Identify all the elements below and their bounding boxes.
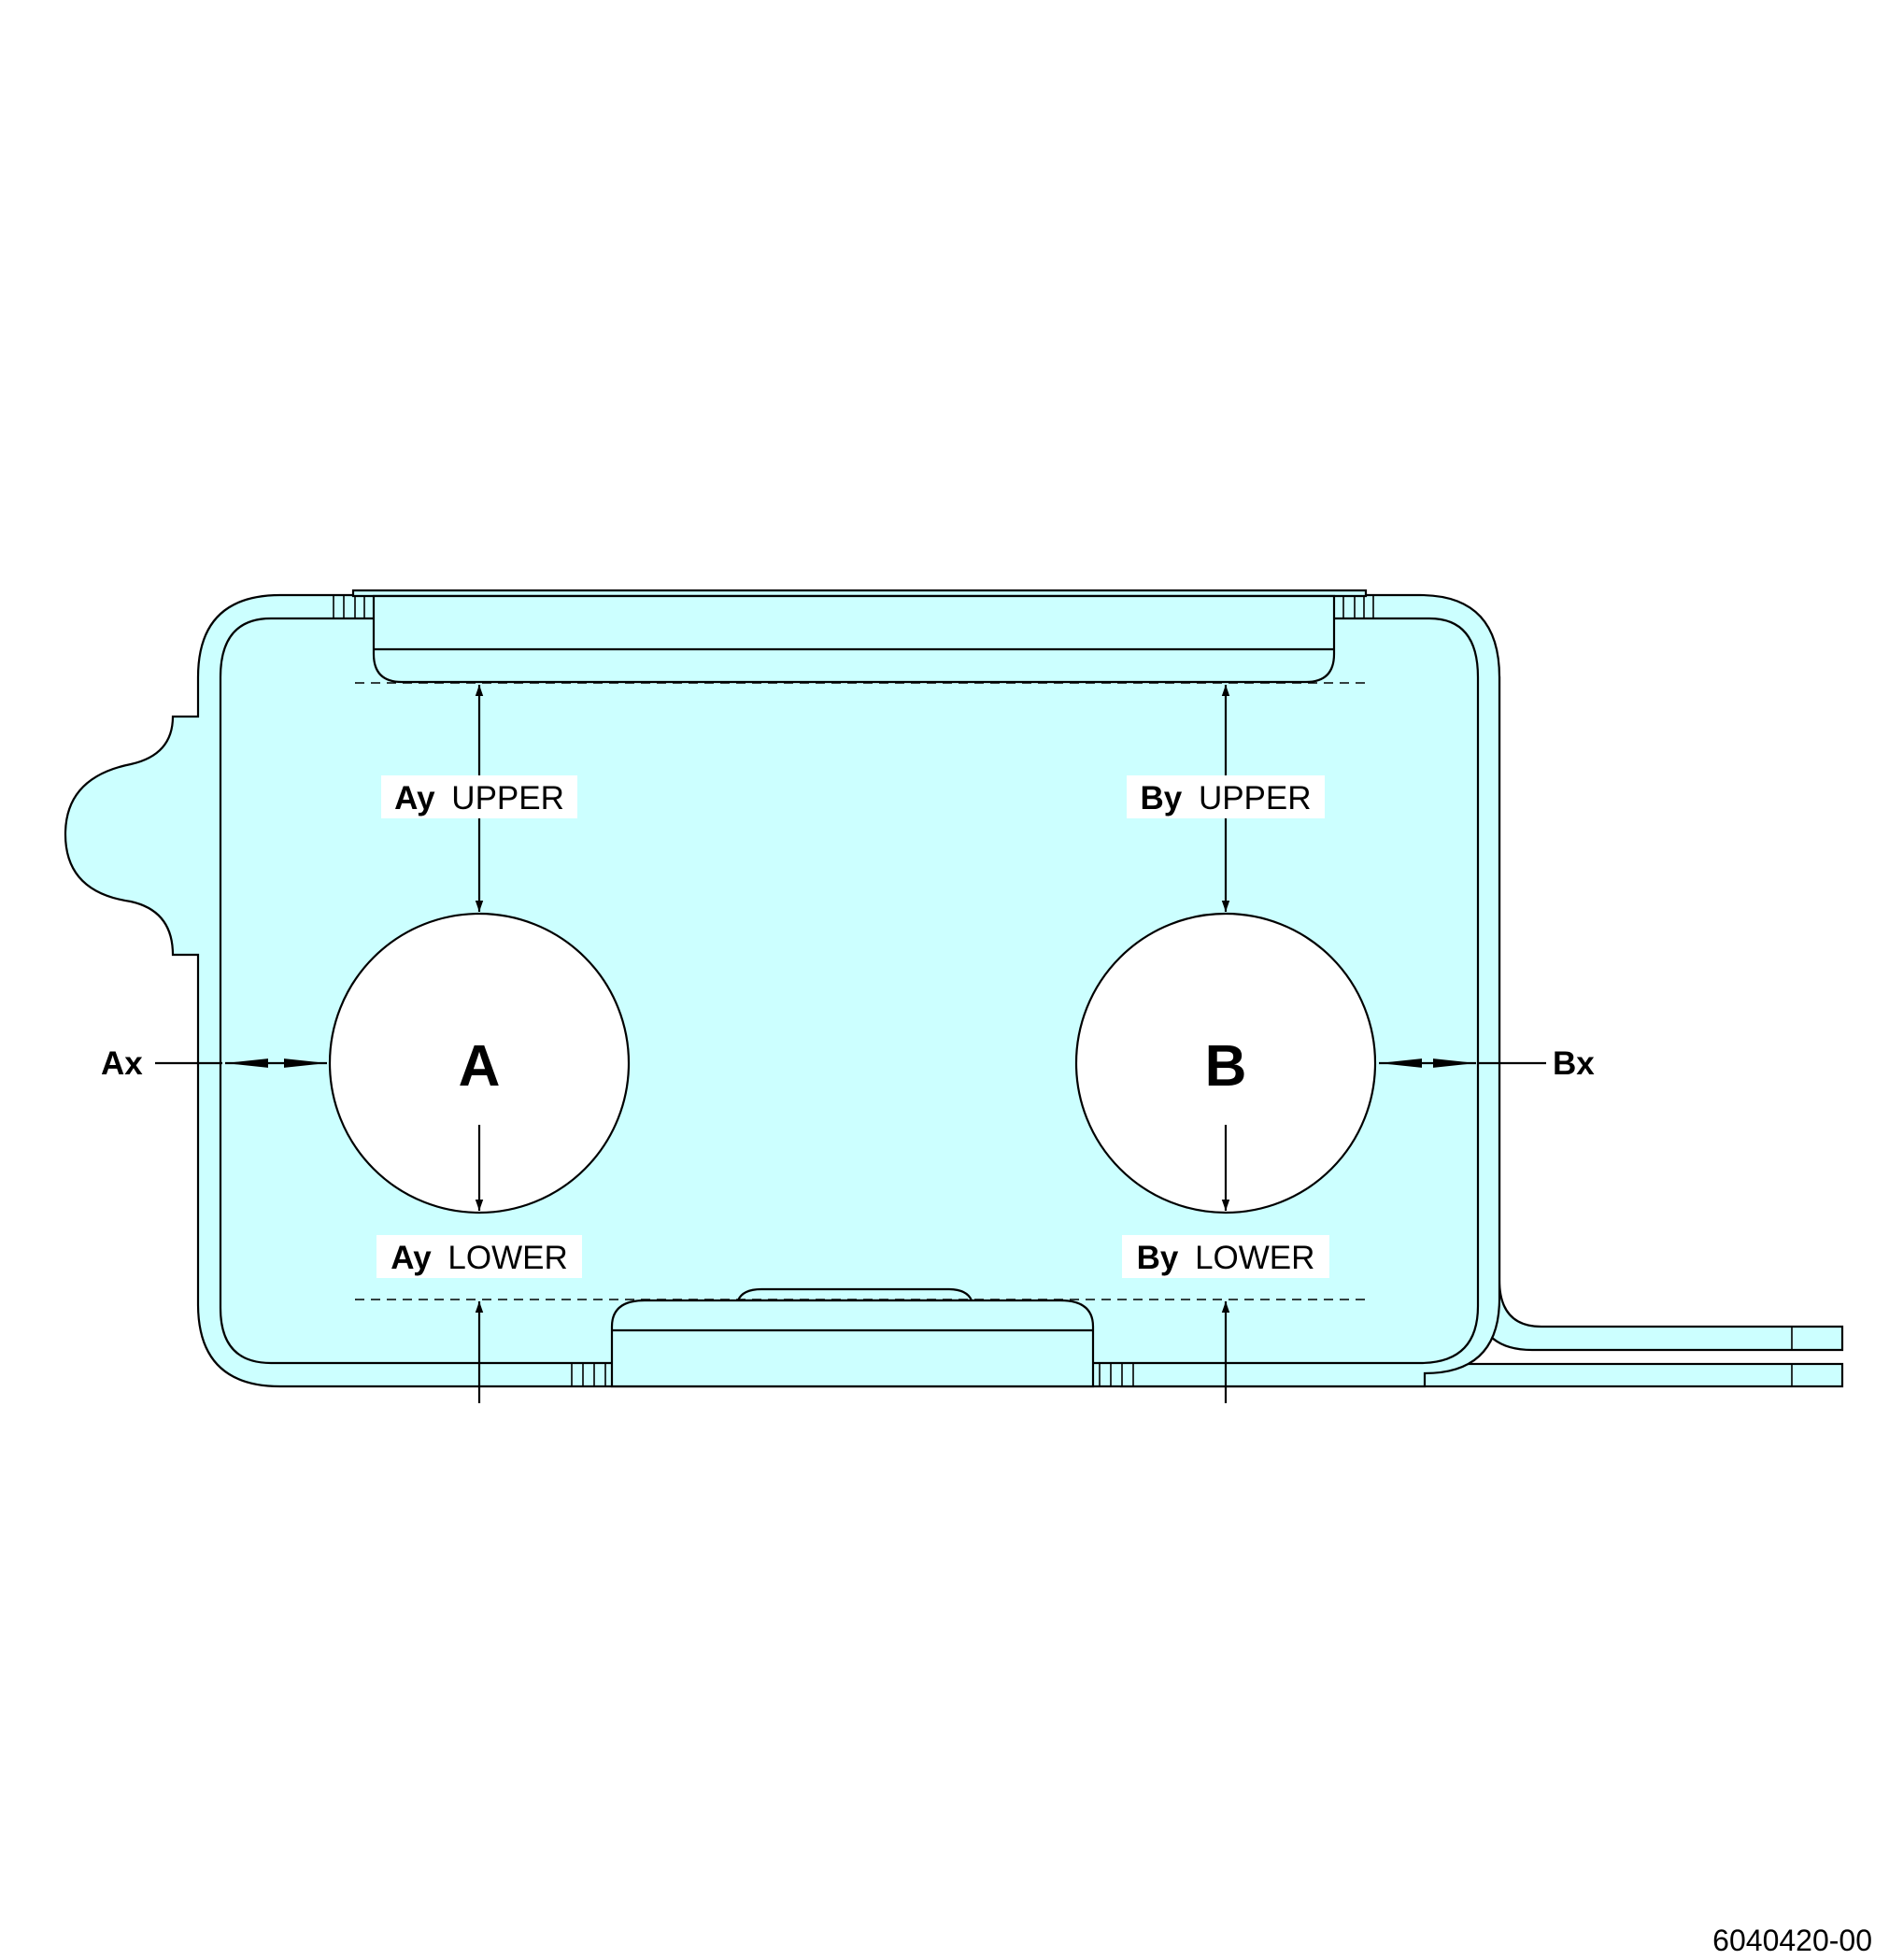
by-lower-label: By LOWER (1137, 1240, 1315, 1276)
ay-lower-label: Ay LOWER (391, 1240, 568, 1276)
ay-lower-word: LOWER (447, 1240, 567, 1276)
ay-upper-label-bg (381, 775, 577, 818)
by-lower-axis: By (1137, 1240, 1179, 1276)
hole-b (1074, 912, 1377, 1214)
ay-upper-label: Ay UPPER (394, 780, 564, 817)
document-number: 6040420-00 (1712, 1924, 1872, 1957)
ay-upper-word: UPPER (451, 780, 564, 817)
ay-lower-axis: Ay (391, 1240, 432, 1276)
bracket-inner-outline (219, 617, 1480, 1365)
hole-b-label: B (1205, 1034, 1247, 1099)
bottom-tab (571, 1287, 1134, 1388)
by-upper-label-bg (1127, 775, 1325, 818)
ay-upper-axis: Ay (394, 780, 435, 817)
hole-a (328, 912, 631, 1214)
top-clip (333, 589, 1374, 684)
by-upper-word: UPPER (1199, 780, 1312, 817)
ay-lower-label-bg (376, 1235, 582, 1278)
ax-label: Ax (101, 1045, 143, 1082)
bx-label: Bx (1553, 1045, 1595, 1082)
hole-a-label: A (459, 1034, 501, 1099)
by-upper-axis: By (1140, 780, 1182, 817)
by-lower-word: LOWER (1195, 1240, 1314, 1276)
by-lower-label-bg (1122, 1235, 1329, 1278)
by-upper-label: By UPPER (1140, 780, 1311, 817)
